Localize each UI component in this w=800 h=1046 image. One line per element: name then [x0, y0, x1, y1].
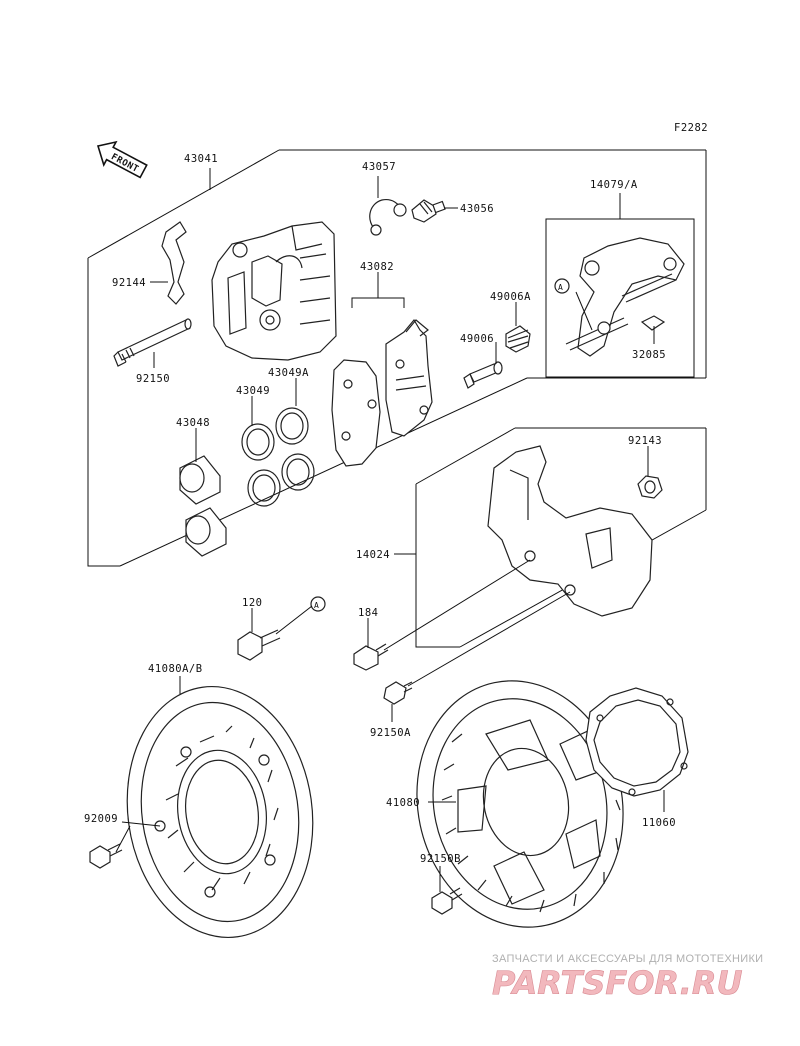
disc-bolt-92150b-part	[431, 887, 463, 915]
disc-cover-part	[487, 445, 653, 617]
callout-a-marker	[554, 278, 570, 294]
label-boot: 49006A	[490, 291, 531, 303]
label-disc: 41080	[386, 797, 420, 809]
label-bolt-120: 120	[242, 597, 262, 609]
slide-pin-part	[463, 361, 503, 389]
label-pad-spring: 92144	[112, 277, 146, 289]
label-disc-ab: 41080A/B	[148, 663, 203, 675]
watermark-subtitle: ЗАПЧАСТИ И АКСЕССУАРЫ ДЛЯ МОТОТЕХНИКИ	[492, 953, 763, 965]
caliper-body	[211, 221, 337, 361]
bolt-92150a-part	[383, 681, 413, 705]
brake-pads-part	[331, 318, 433, 467]
caliper-assembly-frame	[87, 149, 707, 567]
watermark-brand: PARTSFOR.RU	[492, 964, 742, 1002]
label-piston: 43048	[176, 417, 210, 429]
label-pad-pin: 92150	[136, 373, 170, 385]
brake-disc-ab-part	[126, 685, 314, 939]
label-bolt-184: 184	[358, 607, 378, 619]
label-gasket: 11060	[642, 817, 676, 829]
label-disc-cover: 14024	[356, 549, 390, 561]
bolt-184-part	[353, 643, 389, 671]
label-bleeder: 43056	[460, 203, 494, 215]
label-seal-b: 43049A	[268, 367, 309, 379]
front-arrow-icon: FRONT	[96, 140, 148, 179]
pad-spring-part	[161, 221, 187, 305]
label-bracket-assy: 14079/A	[590, 179, 638, 191]
label-hose-fitting: 43057	[362, 161, 396, 173]
disc-bolt-92009-part	[89, 843, 123, 869]
label-slide-pin: 49006	[460, 333, 494, 345]
boot-part	[505, 325, 531, 353]
pad-pin-part	[113, 318, 192, 367]
ref-code: F2282	[674, 122, 708, 134]
bleeder-part	[411, 199, 446, 223]
bracket-part	[565, 237, 685, 357]
label-caliper-assy: 43041	[184, 153, 218, 165]
label-boot-small: 32085	[632, 349, 666, 361]
leader-lines	[115, 168, 665, 892]
hose-fitting-part	[369, 199, 407, 236]
callout-a-text-2: A	[314, 601, 319, 610]
label-bolt-92150a: 92150A	[370, 727, 411, 739]
label-nut: 92143	[628, 435, 662, 447]
nut-part	[637, 475, 663, 499]
label-pads: 43082	[360, 261, 394, 273]
pistons-part	[179, 455, 227, 557]
callout-a-marker-2	[310, 596, 326, 612]
gasket-part	[585, 687, 689, 797]
label-disc-bolt-b: 92150B	[420, 853, 461, 865]
callout-a-text: A	[558, 283, 563, 292]
label-seal-a: 43049	[236, 385, 270, 397]
bolt-120-part	[237, 629, 281, 661]
label-disc-bolt: 92009	[84, 813, 118, 825]
seals-part	[241, 407, 315, 507]
